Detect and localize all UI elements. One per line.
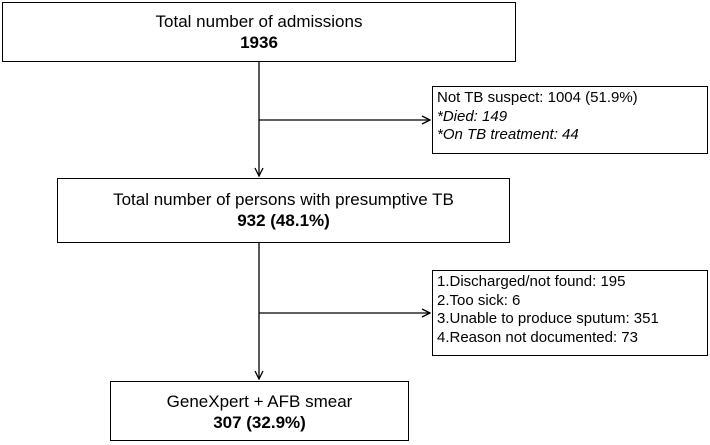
reason-no-sputum: 3.Unable to produce sputum: 351 [437, 310, 659, 327]
excluded-reasons-box: 1.Discharged/not found: 195 2.Too sick: … [432, 270, 708, 356]
admissions-count: 1936 [240, 33, 278, 52]
died-note: *Died: 149 [437, 107, 508, 125]
reason-not-documented: 4.Reason not documented: 73 [437, 328, 638, 346]
reason-too-sick: 2.Too sick: 6 [437, 291, 521, 309]
genexpert-title: GeneXpert + AFB smear [166, 392, 353, 411]
presumptive-tb-box: Total number of persons with presumptive… [57, 178, 510, 243]
on-tb-treatment-note: *On TB treatment: 44 [437, 126, 579, 143]
reason-discharged: 1.Discharged/not found: 195 [437, 273, 626, 290]
presumptive-count: 932 (48.1%) [237, 211, 330, 230]
not-tb-suspect-box: Not TB suspect: 1004 (51.9%) *Died: 149 … [432, 86, 708, 154]
admissions-title: Total number of admissions [155, 12, 363, 31]
not-tb-suspect-label: Not TB suspect: 1004 (51.9%) [437, 89, 638, 106]
genexpert-count: 307 (32.9%) [213, 413, 306, 432]
genexpert-box: GeneXpert + AFB smear 307 (32.9%) [110, 381, 409, 441]
admissions-box: Total number of admissions 1936 [2, 2, 516, 62]
presumptive-title: Total number of persons with presumptive… [113, 190, 454, 209]
